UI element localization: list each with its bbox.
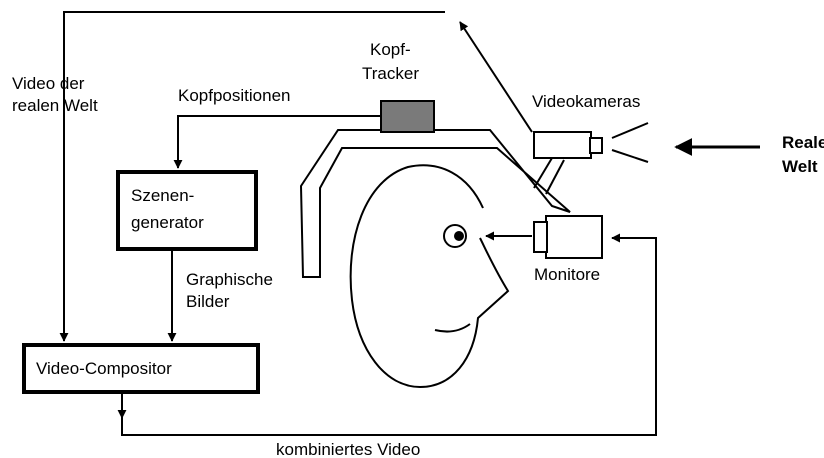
monitors-label: Monitore — [534, 265, 600, 284]
video-real-world-label-1: Video der — [12, 74, 85, 93]
video-cameras-label: Videokameras — [532, 92, 640, 111]
head-outline — [349, 164, 510, 389]
camera-strut-a — [533, 157, 553, 189]
eye-pupil — [454, 231, 464, 241]
video-camera-body — [533, 131, 592, 159]
scene-generator-label-1: Szenen- — [131, 186, 194, 205]
monitor-body — [545, 215, 603, 259]
mouth — [434, 323, 471, 333]
headset-frame — [299, 129, 571, 278]
video-real-world-arrow-up — [459, 21, 533, 133]
video-compositor-label: Video-Compositor — [36, 359, 172, 378]
monitor-screen — [533, 221, 548, 253]
scene-generator-label-2: generator — [131, 213, 204, 232]
head-tracker — [380, 100, 435, 133]
head-positions-arrow — [173, 115, 381, 169]
combined-video-line — [121, 233, 657, 436]
video-compositor-box — [22, 343, 260, 394]
video-real-world-label-2: realen Welt — [12, 96, 98, 115]
camera-view-line-bottom — [611, 149, 649, 163]
real-world-label-2: Welt — [782, 157, 818, 176]
video-real-world-line — [59, 11, 445, 342]
combined-video-label: kombiniertes Video — [276, 440, 420, 458]
camera-view-line-top — [611, 122, 649, 139]
head-tracker-label-2: Tracker — [362, 64, 419, 83]
graphic-images-label-1: Graphische — [186, 270, 273, 289]
real-world-label-1: Reale — [782, 133, 824, 152]
head-tracker-label-1: Kopf- — [370, 40, 411, 59]
graphic-images-label-2: Bilder — [186, 292, 230, 311]
camera-strut-b — [545, 159, 565, 195]
head-positions-label: Kopfpositionen — [178, 86, 290, 105]
scene-generator-box — [116, 170, 258, 251]
video-camera-lens — [589, 137, 603, 154]
